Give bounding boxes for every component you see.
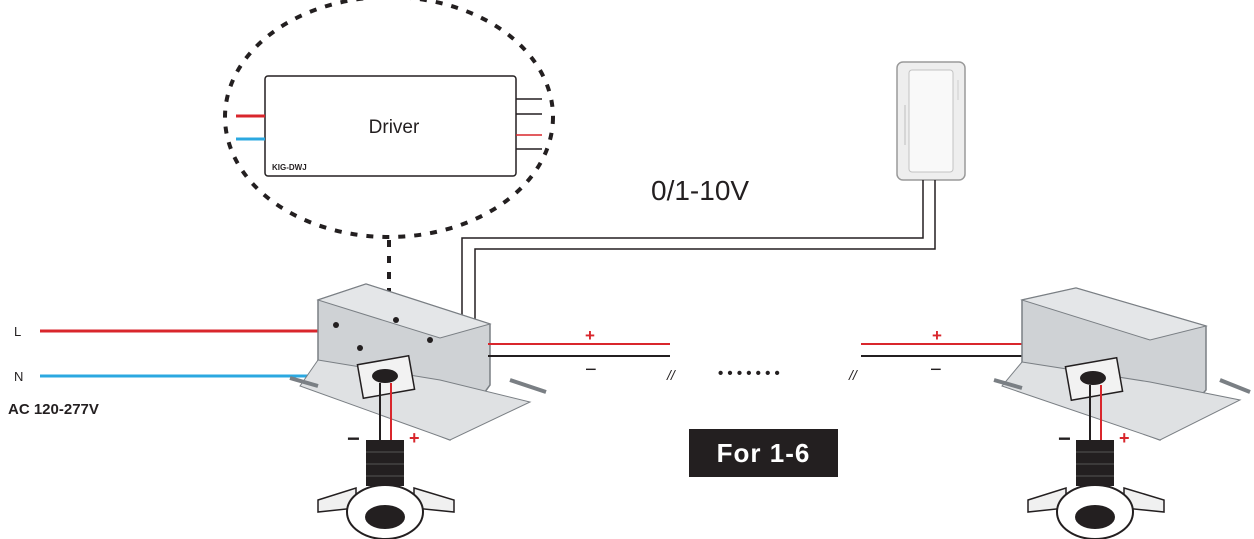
dc-left-negative: − <box>585 359 597 381</box>
chain-ellipsis: • • • • • • • <box>718 365 780 382</box>
dc-right-negative: − <box>930 359 942 381</box>
driver-model-label: KIG-DWJ <box>272 163 307 172</box>
break-mark-left: // <box>666 367 677 383</box>
fixture-right-positive: + <box>1119 428 1130 448</box>
dc-right-positive: + <box>932 326 942 345</box>
line-label: L <box>14 324 21 339</box>
dc-output-wires-left <box>488 343 670 357</box>
fixture-left-negative: − <box>347 426 360 451</box>
voltage-label: AC 120-277V <box>8 401 99 418</box>
mains-wires <box>40 329 318 378</box>
signal-label: 0/1-10V <box>651 175 749 206</box>
fixture-housing-left <box>289 283 547 441</box>
dc-left-positive: + <box>585 326 595 345</box>
dimmer-switch <box>896 61 966 181</box>
downlight-right <box>1027 385 1165 539</box>
driver-box: Driver KIG-DWJ <box>236 75 542 177</box>
break-mark-right: // <box>848 367 859 383</box>
driver-zoom-ellipse <box>223 0 555 239</box>
fixture-housing-right <box>993 287 1251 441</box>
quantity-badge: For 1-6 <box>689 429 838 477</box>
driver-label: Driver <box>369 117 420 138</box>
dc-output-wires-right <box>861 343 1022 357</box>
neutral-label: N <box>14 369 23 384</box>
fixture-left-positive: + <box>409 428 420 448</box>
fixture-right-negative: − <box>1058 426 1071 451</box>
downlight-left <box>317 383 455 539</box>
dimming-wires <box>461 180 936 327</box>
